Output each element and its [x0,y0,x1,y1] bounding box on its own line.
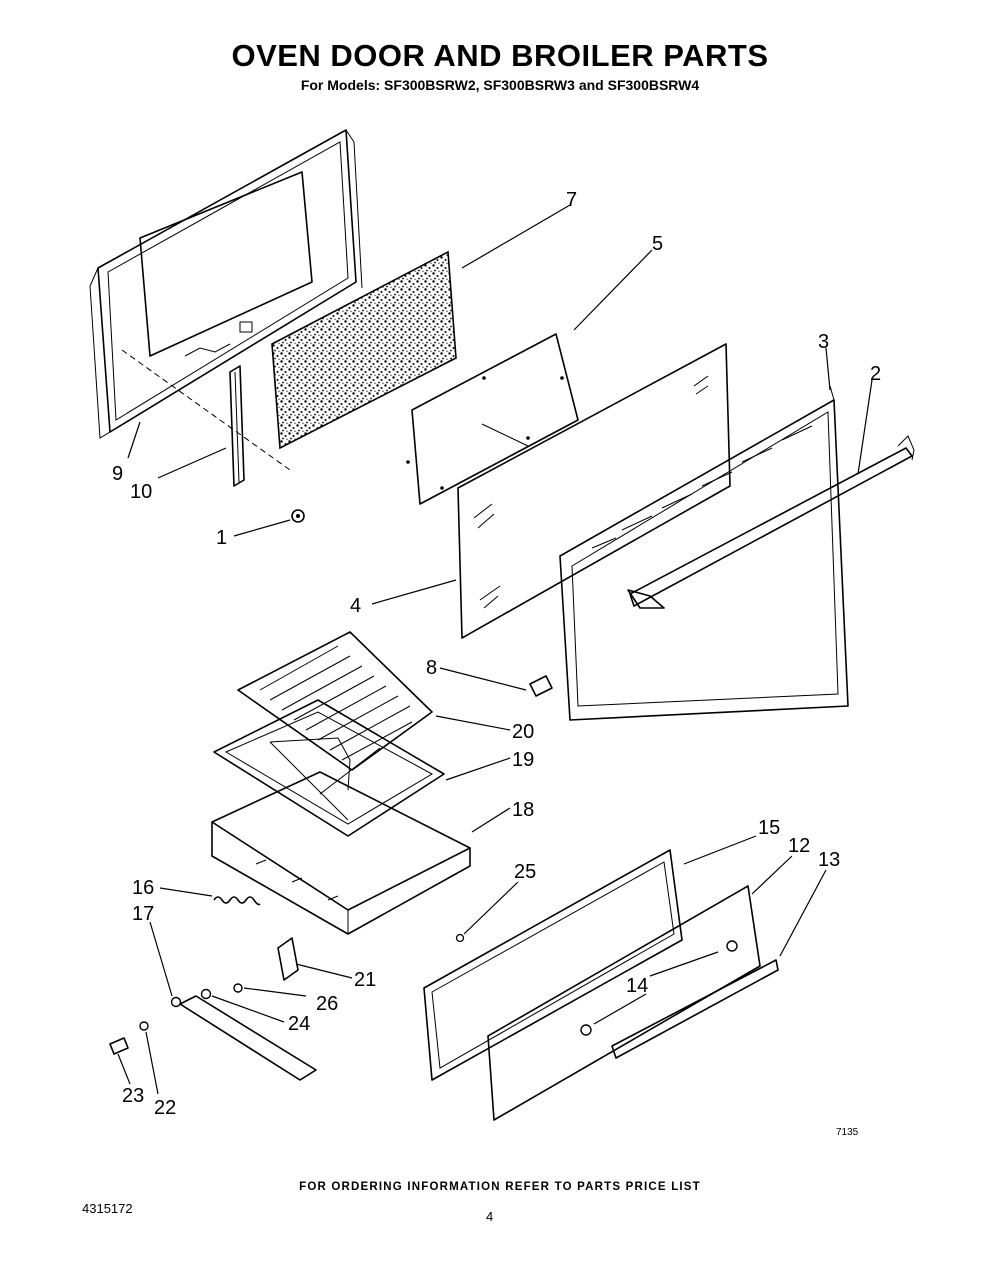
callout-14: 14 [626,975,648,997]
callout-23: 23 [122,1085,144,1107]
document-number: 4315172 [82,1201,133,1216]
callout-19: 19 [512,749,534,771]
callout-22: 22 [154,1097,176,1119]
screw-26 [233,983,243,993]
callout-20: 20 [512,721,534,743]
callout-25: 25 [514,861,536,883]
broiler-grid [237,631,433,771]
callout-2: 2 [870,363,881,385]
callout-8: 8 [426,657,437,679]
callout-4: 4 [350,595,361,617]
door-insulation [271,250,457,450]
fasteners-22-23 [109,1021,149,1055]
callout-1: 1 [216,527,227,549]
figure-code: 7135 [836,1127,859,1138]
page-title: OVEN DOOR AND BROILER PARTS [231,38,769,73]
callout-21: 21 [354,969,376,991]
broiler-pan [211,771,471,935]
inner-door-panel [89,129,363,439]
models-subtitle: For Models: SF300BSRW2, SF300BSRW3 and S… [300,77,700,93]
page-number: 4 [486,1209,494,1224]
callout-18: 18 [512,799,534,821]
broiler-door-handle [580,940,779,1059]
callout-7: 7 [566,189,577,211]
spring-part [213,896,261,906]
pin-25 [455,933,465,943]
pan-rail [170,988,317,1081]
broiler-pan-insert [213,699,445,837]
outer-door-glass [457,343,731,639]
callout-24: 24 [288,1013,310,1035]
door-clip [529,675,553,697]
callout-16: 16 [132,877,154,899]
leader-lines [117,204,873,1095]
broiler-door-outer [487,885,761,1121]
callout-17: 17 [132,903,154,925]
callout-15: 15 [758,817,780,839]
broiler-bracket [277,937,299,981]
callout-13: 13 [818,849,840,871]
callout-5: 5 [652,233,663,255]
ordering-note: FOR ORDERING INFORMATION REFER TO PARTS … [299,1181,701,1193]
broiler-door-inner [423,849,683,1081]
callout-10: 10 [130,481,152,503]
callout-12: 12 [788,835,810,857]
door-handle [627,435,915,609]
callout-9: 9 [112,463,123,485]
outer-door-frame [559,385,849,721]
inner-door-glass [406,333,579,505]
screw-part [291,509,305,523]
door-baffle [229,365,245,487]
callout-labels: 7 5 3 2 9 10 1 4 8 20 19 18 16 17 25 15 … [112,189,881,1119]
callout-26: 26 [316,993,338,1015]
callout-3: 3 [818,331,829,353]
